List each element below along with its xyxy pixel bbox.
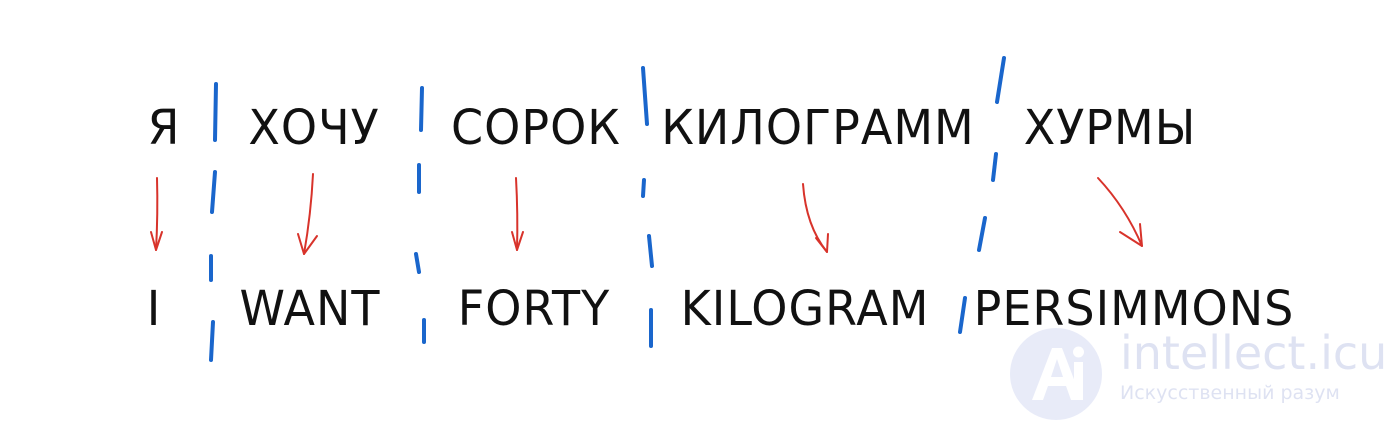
divider-4	[958, 56, 1006, 334]
target-word: FORTY	[457, 279, 611, 337]
target-word: I	[146, 279, 162, 337]
target-word: WANT	[239, 279, 381, 337]
watermark-tagline: Искусственный разум	[1120, 382, 1340, 404]
source-word: КИЛОГРАММ	[661, 98, 975, 156]
arrow-2	[297, 173, 318, 255]
target-word: KILOGRAM	[680, 279, 930, 337]
source-word: Я	[147, 98, 181, 156]
arrow-1	[150, 177, 163, 251]
source-word: ХОЧУ	[248, 98, 380, 156]
arrow-5	[1097, 177, 1143, 247]
brain-logo-icon	[1010, 328, 1102, 420]
divider-3	[641, 66, 654, 348]
watermark-name: intellect.icu	[1120, 326, 1388, 380]
source-word: СОРОК	[451, 98, 621, 156]
arrow-4	[802, 183, 829, 253]
watermark: intellect.icu Искусственный разум	[1008, 326, 1388, 420]
arrow-3	[511, 177, 524, 251]
source-word: ХУРМЫ	[1023, 98, 1197, 156]
divider-1	[209, 82, 218, 362]
target-word: PERSIMMONS	[973, 279, 1295, 337]
divider-2	[414, 86, 426, 344]
